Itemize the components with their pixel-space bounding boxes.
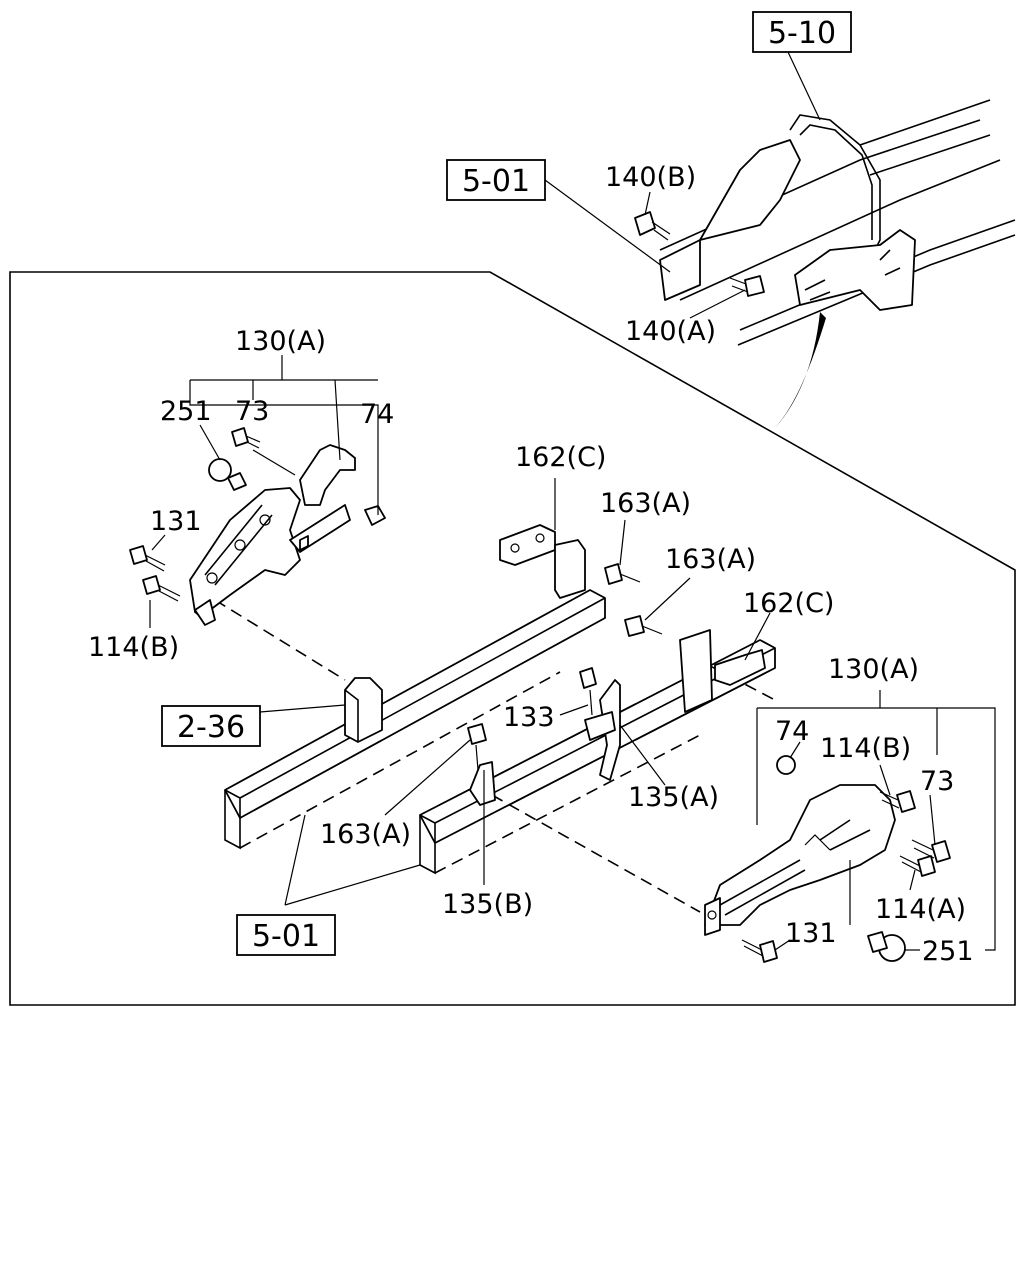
ref-box-5-01-top: 5-01 (446, 159, 546, 201)
label-114b-right: 114(B) (820, 733, 911, 764)
label-140a: 140(A) (625, 316, 716, 347)
label-133: 133 (503, 702, 555, 733)
label-131-right: 131 (785, 918, 837, 949)
label-114b-left: 114(B) (88, 632, 179, 663)
label-163a-2: 163(A) (665, 544, 756, 575)
label-135b: 135(B) (442, 889, 533, 920)
svg-text:2-36: 2-36 (177, 710, 245, 745)
label-114a-right: 114(A) (875, 894, 966, 925)
ref-box-2-36: 2-36 (161, 705, 261, 747)
svg-text:5-10: 5-10 (768, 16, 836, 51)
label-163a-3: 163(A) (320, 819, 411, 850)
bracket-assembly-left (129, 427, 386, 626)
label-135a: 135(A) (628, 782, 719, 813)
detail-frame (9, 271, 1016, 1006)
frame-overview-drawing (634, 99, 1016, 428)
svg-text:5-01: 5-01 (462, 164, 530, 199)
label-162c-right: 162(C) (743, 588, 834, 619)
ref-box-5-10: 5-10 (752, 11, 852, 53)
center-brackets (467, 524, 766, 806)
ref-box-5-01-bottom: 5-01 (236, 914, 336, 956)
label-140b: 140(B) (605, 162, 696, 193)
label-130a-left: 130(A) (235, 326, 326, 357)
label-74-left: 74 (360, 399, 394, 430)
label-251-left: 251 (160, 396, 212, 427)
label-73-left: 73 (235, 396, 269, 427)
detail-arrow (775, 312, 826, 428)
label-130a-right: 130(A) (828, 654, 919, 685)
label-74-right: 74 (775, 716, 809, 747)
label-131-left: 131 (150, 506, 202, 537)
label-162c-top: 162(C) (515, 442, 606, 473)
label-163a-1: 163(A) (600, 488, 691, 519)
label-73-right: 73 (920, 766, 954, 797)
svg-text:5-01: 5-01 (252, 919, 320, 954)
bracket-assembly-right (704, 755, 951, 963)
label-251-right: 251 (922, 936, 974, 967)
